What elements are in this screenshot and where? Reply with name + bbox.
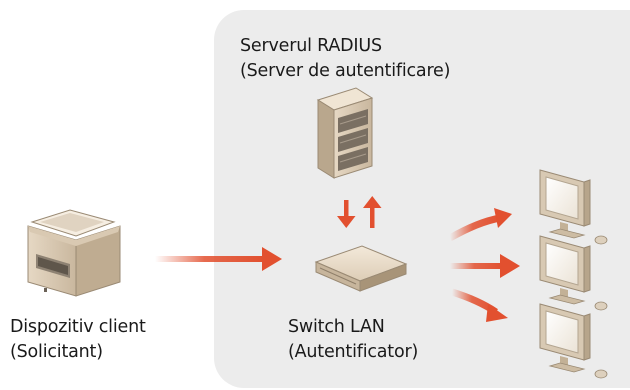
- network-switch-icon: [314, 245, 408, 292]
- switch-to-computers-arrows: [448, 208, 520, 322]
- client-device-name: Dispozitiv client: [10, 317, 146, 337]
- desktop-computer-icon: [539, 169, 608, 379]
- switch-label: Switch LAN (Autentificator): [288, 315, 418, 365]
- computer-bottom: [539, 303, 608, 379]
- switch-name: Switch LAN: [288, 317, 385, 337]
- computer-top: [539, 169, 608, 245]
- client-to-switch-arrow: [155, 247, 282, 271]
- radius-server-name: Serverul RADIUS: [240, 36, 382, 56]
- radius-server-label: Serverul RADIUS (Server de autentificare…: [240, 34, 450, 84]
- radius-server-role: (Server de autentificare): [240, 61, 451, 81]
- arrow-to-computer-top: [448, 208, 512, 242]
- server-rack-icon: [316, 87, 374, 179]
- multifunction-printer-icon: [27, 209, 121, 297]
- client-device-label: Dispozitiv client (Solicitant): [10, 315, 146, 365]
- switch-role: (Autentificator): [288, 342, 419, 362]
- computer-middle: [539, 235, 608, 311]
- bidirectional-arrows-icon: [337, 196, 382, 228]
- client-device-role: (Solicitant): [10, 342, 103, 362]
- arrow-to-computer-middle: [450, 254, 520, 278]
- arrow-to-computer-bottom: [450, 288, 508, 322]
